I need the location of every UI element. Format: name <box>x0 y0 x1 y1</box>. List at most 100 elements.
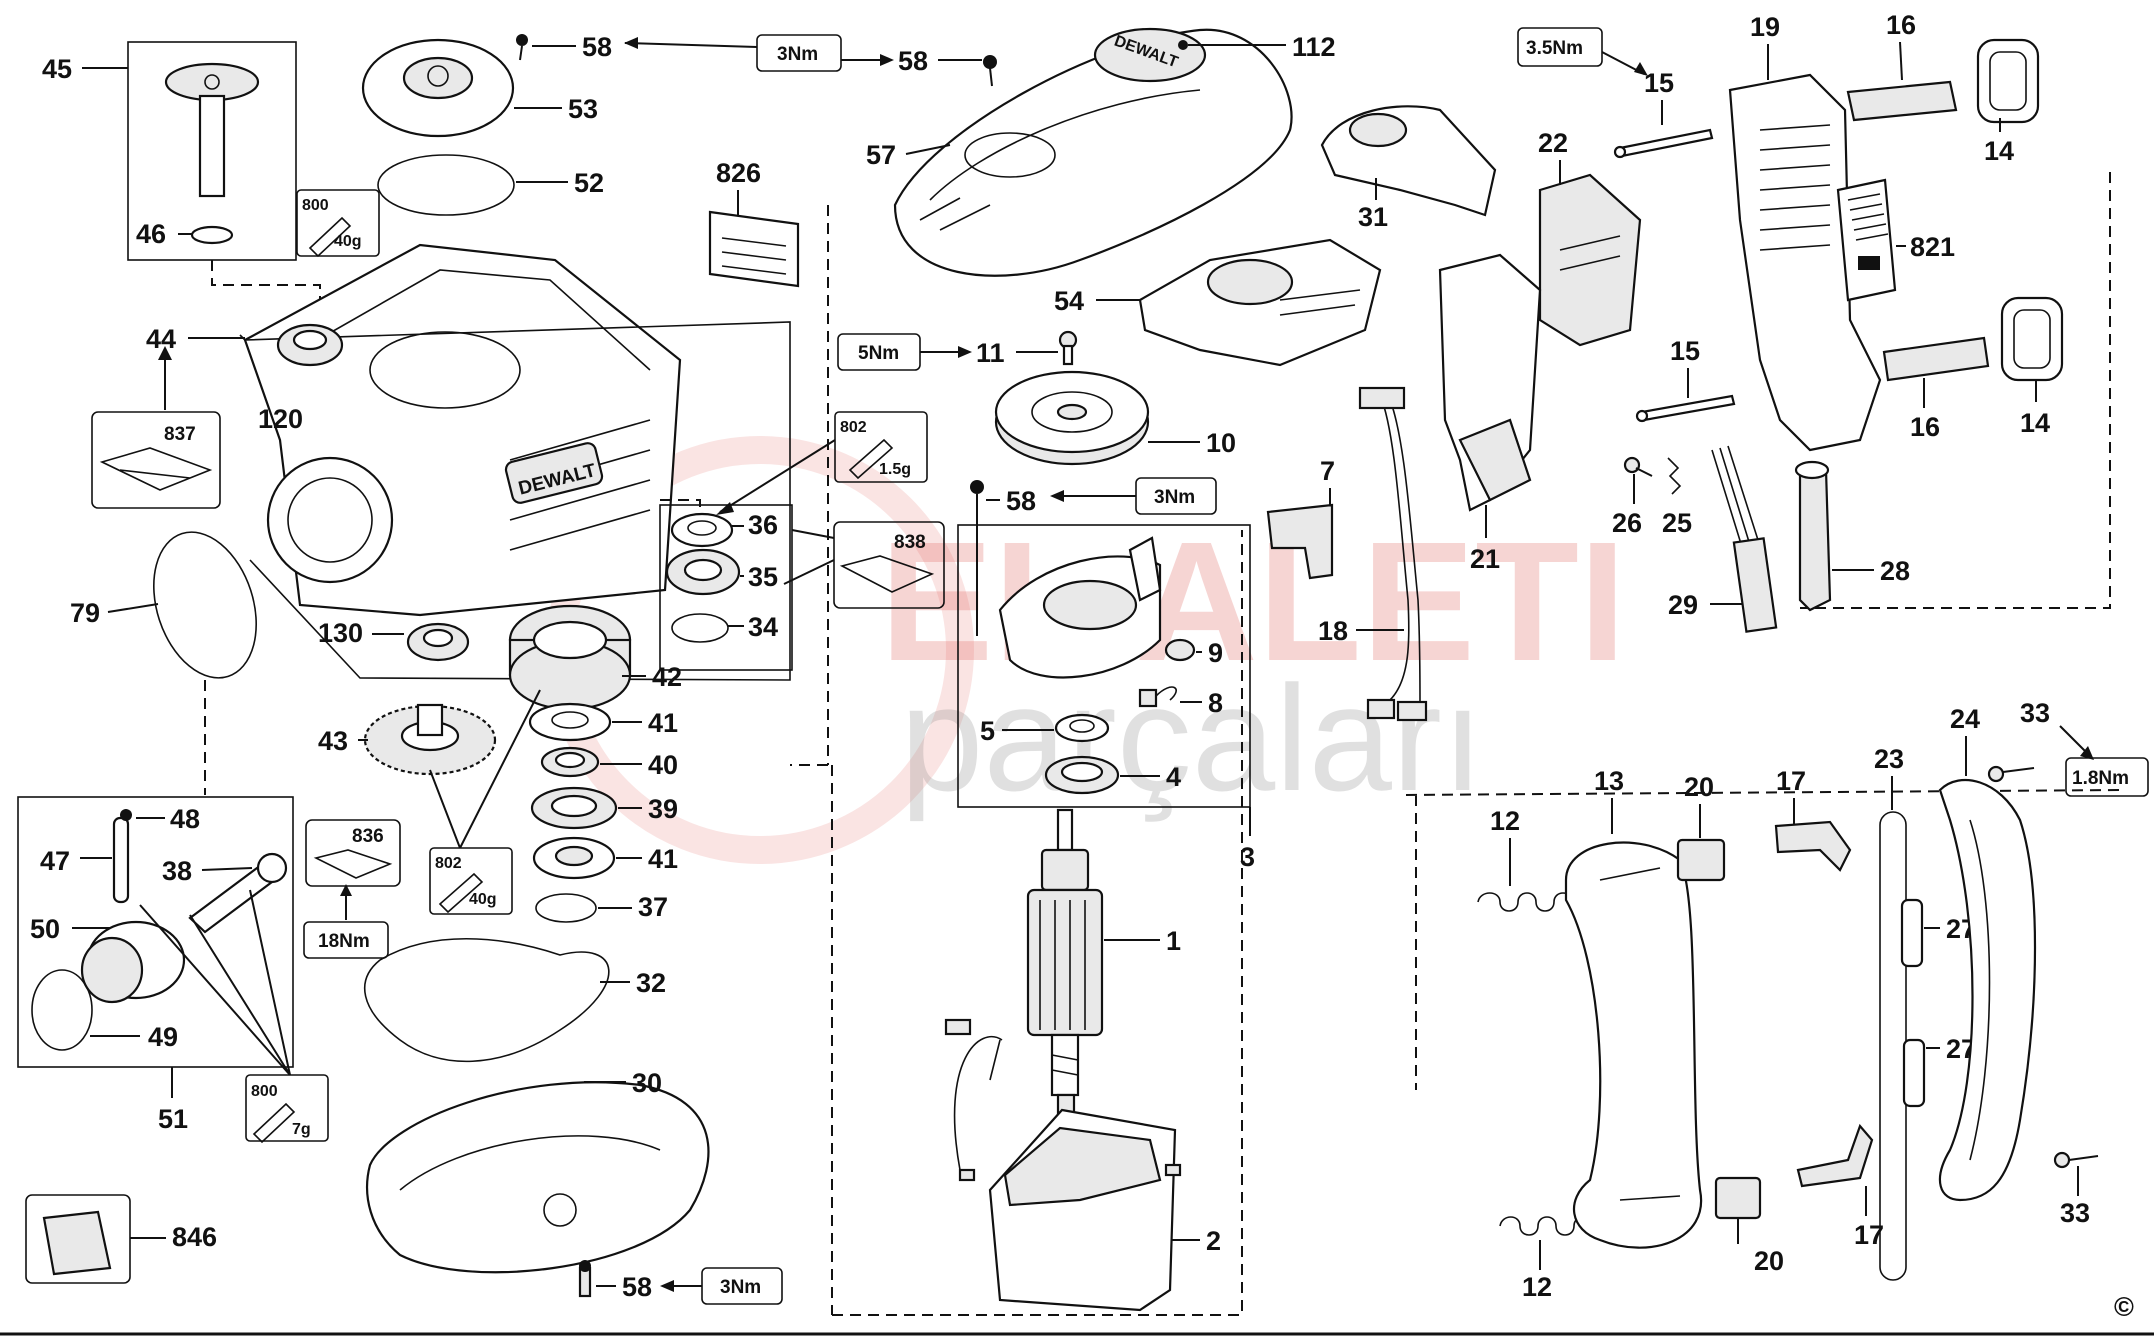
torque-5nm-text: 5Nm <box>858 343 899 364</box>
part-130-seal <box>406 622 470 662</box>
part-22-switch <box>1538 173 1642 347</box>
frame-3 <box>957 524 1251 808</box>
part-19-handle-half <box>1728 73 1882 452</box>
part-43-gear <box>363 703 497 776</box>
torque-1-8nm: 1.8Nm <box>2065 757 2149 797</box>
part-28-sleeve <box>1794 460 1832 612</box>
part-10-fan <box>994 370 1150 466</box>
label-826: 826 <box>716 158 761 188</box>
label-52: 52 <box>574 168 604 198</box>
kit-838-label: 838 <box>894 532 926 553</box>
label-11: 11 <box>976 338 1005 368</box>
torque-18nm-text: 18Nm <box>318 931 370 952</box>
part-58-screw-bottom <box>578 1260 592 1298</box>
grease-802-1-5g: 802 1.5g <box>834 411 928 483</box>
grease-802-top-amount: 1.5g <box>879 461 911 478</box>
copyright-mark: © <box>2114 1292 2134 1322</box>
label-21: 21 <box>1470 544 1500 574</box>
part-24-handle-cover <box>1938 778 2037 1202</box>
label-15b: 15 <box>1670 336 1700 366</box>
torque-3nm-mid-text: 3Nm <box>1154 487 1195 508</box>
grease-800-bottom-amount: 7g <box>292 1121 311 1138</box>
grease-800-top-amount: 40g <box>334 233 362 250</box>
label-45: 45 <box>42 54 72 84</box>
part-17-latch-a <box>1774 820 1852 872</box>
part-826-label <box>708 210 800 288</box>
label-30: 30 <box>632 1068 662 1098</box>
label-5: 5 <box>980 716 995 746</box>
torque-18nm: 18Nm <box>303 921 389 959</box>
part-47-pin <box>112 816 130 904</box>
label-4: 4 <box>1166 762 1181 792</box>
label-112: 112 <box>1292 32 1336 62</box>
watermark-line1: EL ALETI <box>880 507 1626 697</box>
part-27-sleeve-b <box>1902 1038 1926 1108</box>
label-57: 57 <box>866 140 896 170</box>
part-32-gasket <box>364 937 610 1063</box>
frame-51 <box>17 796 294 1068</box>
torque-3-5nm: 3.5Nm <box>1517 27 1603 67</box>
label-8: 8 <box>1208 688 1223 718</box>
label-19: 19 <box>1750 12 1780 42</box>
label-58a: 58 <box>582 32 612 62</box>
part-31-collar <box>1320 105 1497 217</box>
part-20-clip-b <box>1714 1176 1762 1220</box>
part-33-screw-b <box>2053 1151 2099 1169</box>
grease-800-bottom-code: 800 <box>251 1083 278 1100</box>
grease-800-top-code: 800 <box>302 197 329 214</box>
label-2: 2 <box>1206 1226 1221 1256</box>
part-58-screw-top <box>516 34 528 61</box>
label-58d: 58 <box>622 1272 652 1302</box>
label-29: 29 <box>1668 590 1698 620</box>
part-4-bearing <box>1044 755 1120 795</box>
label-49: 49 <box>148 1022 178 1052</box>
part-27-sleeve-a <box>1900 898 1924 968</box>
part-38-lever <box>188 852 288 934</box>
label-58b: 58 <box>898 46 928 76</box>
label-28: 28 <box>1880 556 1910 586</box>
label-41a: 41 <box>648 708 678 738</box>
label-32: 32 <box>636 968 666 998</box>
part-30-bottom-cover <box>366 1081 710 1274</box>
part-23-rod <box>1879 811 1907 1281</box>
part-15-pin-a <box>1613 128 1714 159</box>
part-57-top-cover: DEWALT <box>893 27 1293 277</box>
label-53: 53 <box>568 94 598 124</box>
label-33a: 33 <box>2020 698 2050 728</box>
label-130: 130 <box>318 618 363 648</box>
part-14-grommet-a <box>1976 38 2040 124</box>
grease-800-40g: 800 40g <box>296 189 380 258</box>
part-53-cover <box>361 38 515 138</box>
label-35: 35 <box>748 562 778 592</box>
label-40: 40 <box>648 750 678 780</box>
label-20b: 20 <box>1754 1246 1784 1276</box>
label-23: 23 <box>1874 744 1904 774</box>
part-54-switch-body <box>1138 238 1382 367</box>
label-14a: 14 <box>1984 136 2014 166</box>
label-16a: 16 <box>1886 10 1916 40</box>
label-44: 44 <box>146 324 176 354</box>
label-10: 10 <box>1206 428 1236 458</box>
label-1: 1 <box>1166 926 1181 956</box>
label-17b: 17 <box>1854 1220 1884 1250</box>
torque-3nm-top-text: 3Nm <box>777 44 818 65</box>
part-9-brush-holder <box>1164 638 1196 662</box>
part-41-bearing-b <box>532 836 616 880</box>
part-35-bearing <box>665 548 741 596</box>
torque-3nm-bottom-text: 3Nm <box>720 1277 761 1298</box>
part-16-bar-a <box>1846 80 1958 122</box>
torque-5nm: 5Nm <box>837 333 921 371</box>
label-12a: 12 <box>1490 806 1520 836</box>
kit-837-label: 837 <box>164 424 196 445</box>
grease-800-7g: 800 7g <box>245 1074 329 1144</box>
label-42: 42 <box>652 662 682 692</box>
part-12-spring-a <box>1477 892 1573 912</box>
grease-802-mid-code: 802 <box>435 855 462 872</box>
torque-3nm-top: 3Nm <box>756 34 842 72</box>
part-34-ring <box>671 613 729 643</box>
label-9: 9 <box>1208 638 1223 668</box>
part-52-oring <box>377 154 515 216</box>
part-15-pin-b <box>1635 394 1736 423</box>
watermark: EL ALETI parçaları <box>546 436 1626 864</box>
